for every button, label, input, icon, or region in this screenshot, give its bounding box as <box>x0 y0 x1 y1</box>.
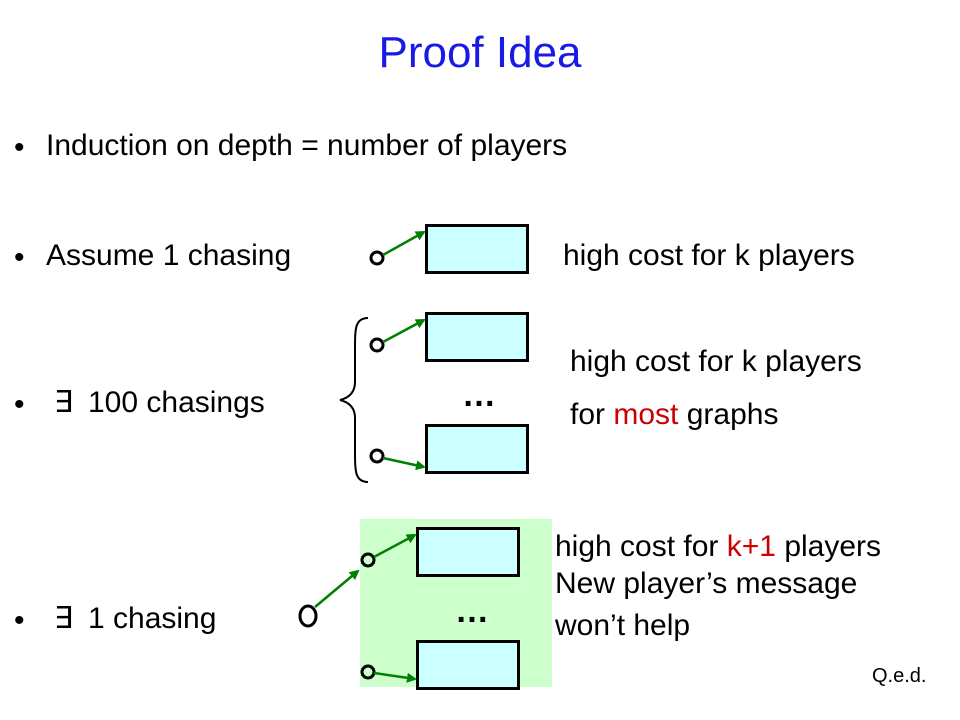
new-player-node <box>298 604 318 628</box>
bullet-100-chasings-text: 100 chasings <box>88 386 265 419</box>
result-most-graphs-line: for most graphs <box>570 398 779 431</box>
highlight-most: most <box>613 398 679 431</box>
chasing-arrow <box>314 569 360 608</box>
ellipsis: … <box>455 592 491 630</box>
chasing-node <box>360 664 376 680</box>
highlight-k-plus-1: k+1 <box>726 530 776 563</box>
bullet-marker: • <box>14 604 25 637</box>
bullet-marker: • <box>14 388 25 421</box>
chasing-arrow <box>382 456 426 471</box>
chasing-arrow <box>382 230 426 257</box>
chasing-node <box>369 337 385 353</box>
result-message-line: New player’s message <box>555 567 858 600</box>
qed-label: Q.e.d. <box>872 665 927 687</box>
chasing-node <box>369 448 385 464</box>
bullet-induction-text: Induction on depth = number of players <box>46 129 568 162</box>
result-k-plus-1-line: high cost for k+1 players <box>555 530 882 563</box>
bullet-marker: • <box>14 131 25 164</box>
chasing-arrow <box>373 533 417 559</box>
bullet-assume-text: Assume 1 chasing <box>46 239 292 272</box>
chasing-arrow <box>382 318 426 344</box>
chasing-node <box>360 552 376 568</box>
grouping-brace <box>339 317 369 483</box>
bullet-1-chasing-text: 1 chasing <box>88 602 217 635</box>
player-box-top <box>416 527 520 577</box>
ellipsis: … <box>462 376 498 414</box>
player-box-top <box>425 312 529 362</box>
slide-title: Proof Idea <box>378 28 582 77</box>
result-k-players-line: high cost for k players <box>570 345 862 378</box>
player-box-bottom <box>416 640 520 690</box>
result-k-players: high cost for k players <box>563 239 855 272</box>
bullet-marker: • <box>14 241 25 274</box>
exists-symbol: ∃ <box>54 386 73 419</box>
chasing-node <box>369 250 385 266</box>
player-box-bottom <box>425 424 529 474</box>
exists-symbol: ∃ <box>54 602 73 635</box>
player-box <box>425 224 529 274</box>
chasing-arrow <box>373 671 417 683</box>
result-help-line: won’t help <box>555 609 691 642</box>
